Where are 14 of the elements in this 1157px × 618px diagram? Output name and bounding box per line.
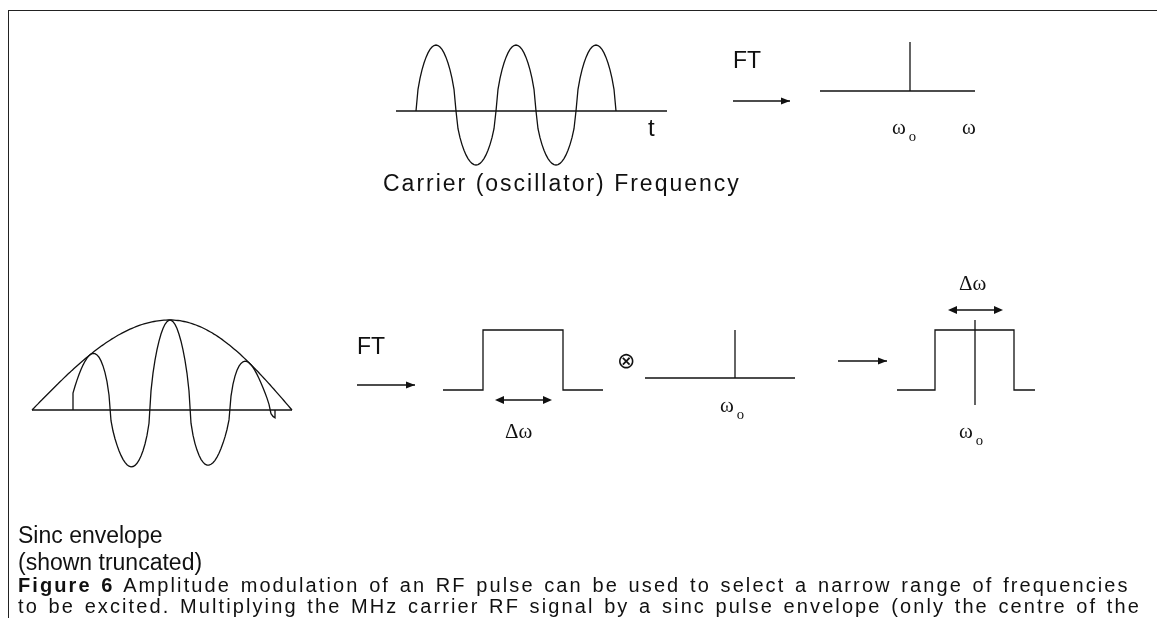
multiply-symbol: ⊗ xyxy=(617,350,636,372)
arrow xyxy=(732,97,791,105)
plot-caption: Carrier (oscillator) Frequency xyxy=(383,170,742,197)
axis-label: ω xyxy=(962,116,976,140)
arrow xyxy=(837,357,888,365)
figure-caption: Figure 6 Amplitude modulation of an RF pulse can be used to select a narrow range of frequencies to be excited. Multiplying the MHz carrier RF signal by a sinc pulse envelope (only the centre of the xyxy=(18,575,1142,617)
axis-label: ω$_{o}$ xyxy=(959,420,984,448)
axis-label: Δω xyxy=(959,272,987,296)
plot-caption: Sinc envelope (shown truncated) xyxy=(18,522,204,576)
axis-label: t xyxy=(648,115,655,142)
arrow xyxy=(356,381,416,389)
axis-label: ω$_{o}$ xyxy=(720,394,745,422)
axis-label: Δω xyxy=(505,420,533,444)
axis-label: ω$_{o}$ xyxy=(892,116,917,144)
